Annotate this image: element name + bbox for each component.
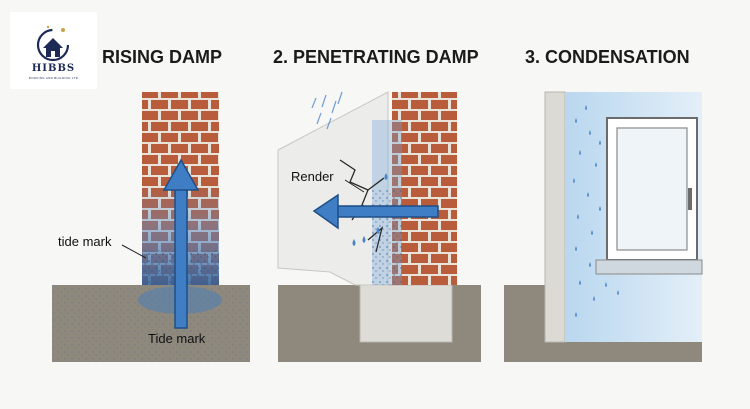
title-condensation: 3. CONDENSATION — [525, 47, 690, 67]
render-pointer — [344, 179, 365, 193]
condensation-droplets — [573, 105, 619, 317]
rising-arrow — [174, 187, 188, 329]
logo-emblem — [36, 25, 70, 62]
penetrating-arrow — [335, 205, 439, 218]
title-rising-damp: RISING DAMP — [102, 47, 223, 67]
company-logo: HIBBS ROOFING AND BUILDING LTD — [10, 12, 97, 89]
window-handle — [688, 188, 692, 210]
rain-icon — [311, 91, 343, 130]
label-tide-mark-side: tide mark — [58, 234, 112, 249]
water-droplets — [352, 173, 388, 246]
window-pane — [616, 127, 688, 251]
logo-tagline: ROOFING AND BUILDING LTD — [28, 76, 79, 80]
label-render: Render — [291, 169, 334, 184]
window-sill — [595, 259, 703, 275]
condensation-panel — [504, 91, 703, 362]
brick-wall — [392, 92, 457, 285]
foundation — [359, 284, 453, 343]
penetrating-damp-panel — [277, 91, 481, 362]
rising-damp-panel — [52, 92, 250, 362]
crack-lines — [339, 159, 385, 253]
logo-name: HIBBS — [31, 63, 76, 74]
render-layer — [277, 91, 389, 286]
wall-section — [544, 91, 566, 343]
title-penetrating-damp: 2. PENETRATING DAMP — [273, 47, 479, 67]
tide-mark-pointer — [121, 244, 147, 259]
label-tide-mark-bottom: Tide mark — [148, 331, 206, 346]
